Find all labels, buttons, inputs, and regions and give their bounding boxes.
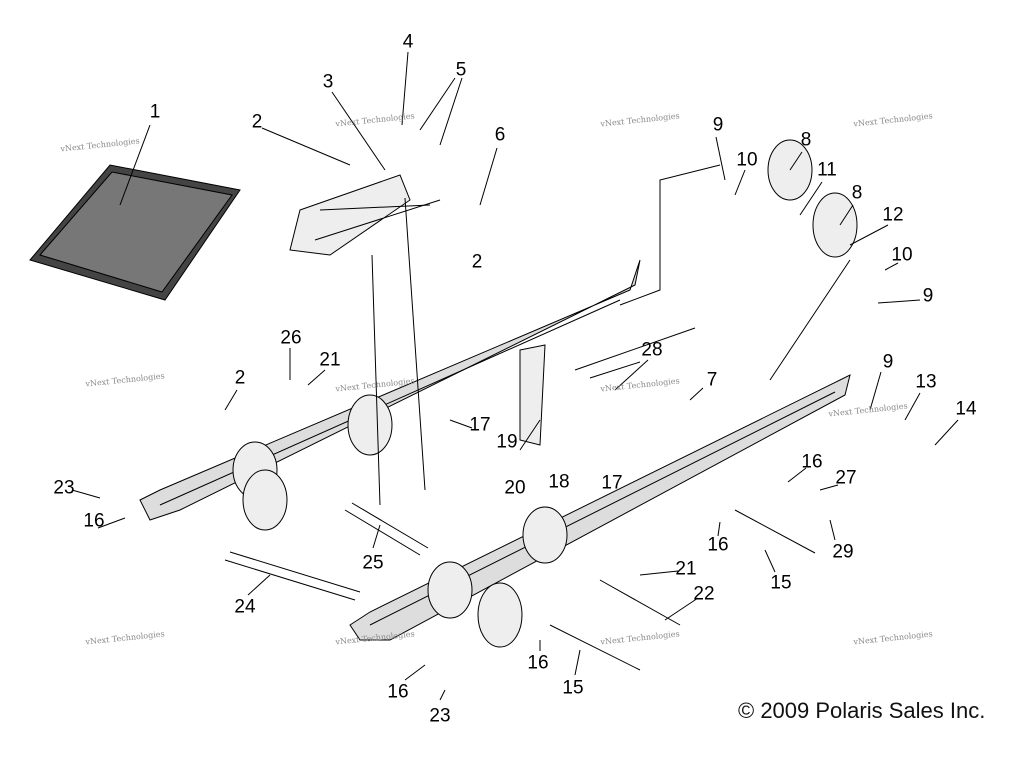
callout: 23	[53, 477, 75, 499]
callout: 11	[817, 159, 837, 181]
callout: 19	[496, 431, 518, 453]
callout: 21	[319, 349, 341, 371]
right-rail	[349, 374, 851, 641]
callout: 15	[770, 572, 792, 594]
callout: 22	[693, 583, 715, 605]
callout: 18	[548, 471, 570, 493]
track-assembly	[29, 164, 241, 301]
callout: 5	[455, 59, 467, 81]
callout: 3	[322, 71, 334, 93]
callout: 29	[832, 541, 854, 563]
callout: 20	[504, 477, 526, 499]
callout: 27	[835, 467, 857, 489]
callout: 2	[234, 367, 246, 389]
idler-wheels	[232, 139, 858, 648]
callout: 8	[800, 129, 812, 151]
callout: 8	[851, 182, 863, 204]
callout: 9	[882, 351, 894, 373]
callout: 21	[675, 558, 697, 580]
callout: 17	[601, 472, 623, 494]
callout: 7	[706, 369, 718, 391]
callout: 4	[402, 31, 414, 53]
front-arm	[289, 174, 411, 256]
shafts	[224, 327, 816, 671]
callout: 13	[915, 371, 937, 393]
callout: 12	[882, 204, 904, 226]
callout: 25	[362, 552, 384, 574]
callout: 26	[280, 327, 302, 349]
callout: 10	[736, 149, 758, 171]
rear-arm	[519, 344, 546, 446]
callout: 9	[712, 114, 724, 136]
callout: 9	[922, 285, 934, 307]
callout: 28	[641, 339, 663, 361]
callout: 16	[387, 681, 409, 703]
callout: 16	[801, 451, 823, 473]
callout: 16	[707, 534, 729, 556]
callout: 24	[234, 596, 256, 618]
callout: 17	[469, 414, 491, 436]
callout: 2	[251, 111, 263, 133]
callout: 10	[891, 244, 913, 266]
callout: 15	[562, 677, 584, 699]
callout: 2	[471, 251, 483, 273]
callout: 23	[429, 705, 451, 727]
callout: 6	[494, 124, 506, 146]
callout: 14	[955, 398, 977, 420]
callout: 1	[149, 101, 161, 123]
callout: 16	[83, 510, 105, 532]
copyright-notice: © 2009 Polaris Sales Inc.	[738, 698, 986, 723]
callout: 16	[527, 652, 549, 674]
